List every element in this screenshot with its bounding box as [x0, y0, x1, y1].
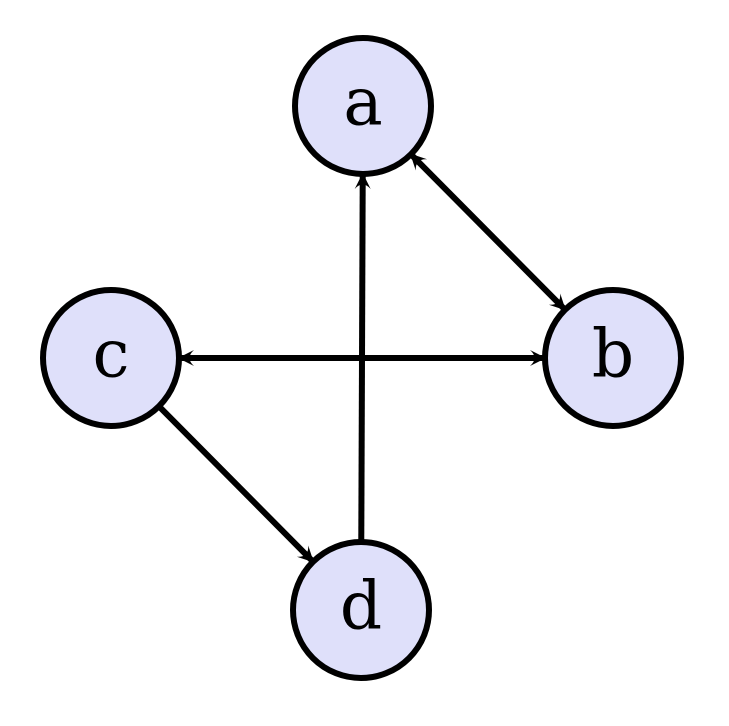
node-a-label: a: [343, 64, 382, 141]
node-a-circle: [292, 35, 434, 177]
edges-layer: [156, 152, 568, 564]
edge-a-b: [408, 152, 568, 312]
node-d-label: d: [340, 568, 382, 645]
node-d-circle: [290, 539, 432, 681]
node-a: a: [292, 35, 434, 177]
node-c-circle: [40, 287, 182, 429]
node-b-circle: [542, 287, 684, 429]
node-c-label: c: [93, 316, 130, 393]
node-b: b: [542, 287, 684, 429]
node-b-label: b: [592, 316, 634, 393]
edge-d-a: [354, 172, 371, 543]
node-c: c: [40, 287, 182, 429]
node-d: d: [290, 539, 432, 681]
edge-c-d: [156, 404, 316, 564]
nodes-layer: a b c d: [40, 35, 684, 681]
